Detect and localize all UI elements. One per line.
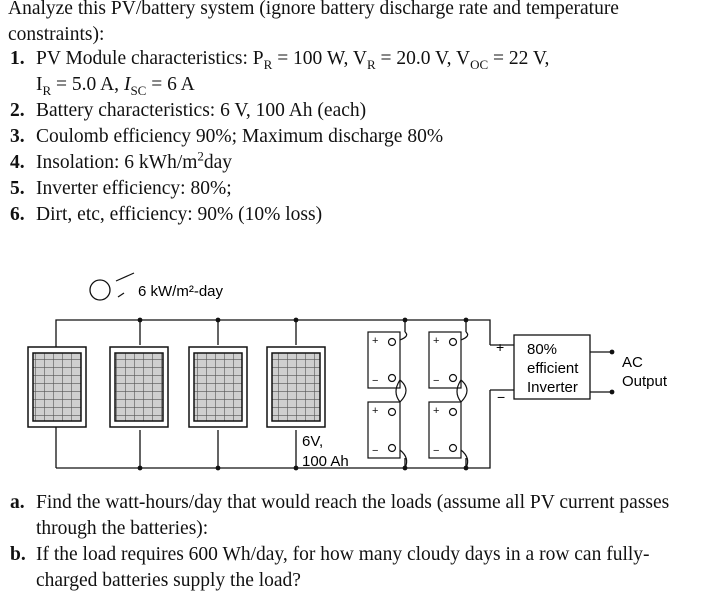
inverter-minus: − [497, 389, 505, 405]
battery-rating-line2: 100 Ah [302, 453, 349, 470]
spec-list: 1. PV Module characteristics: PR = 100 W,… [10, 46, 700, 228]
question-b: b. If the load requires 600 Wh/day, for h… [10, 542, 690, 594]
inverter-label-line2: efficient [527, 360, 579, 377]
pv-module [109, 346, 169, 428]
svg-text:+: + [372, 405, 378, 417]
sun-icon [89, 272, 135, 301]
question-text: Find the watt-hours/day that would reach… [36, 492, 670, 539]
spec-text: Inverter efficiency: 80%; [36, 178, 232, 199]
inverter-box [513, 334, 591, 400]
spec-text: Insolation: 6 kWh/m2day [36, 148, 233, 174]
svg-text:+: + [433, 405, 439, 417]
spec-item-6: 6. Dirt, etc, efficiency: 90% (10% loss) [10, 202, 700, 228]
question-label: a. [10, 492, 25, 513]
spec-number: 2. [10, 100, 25, 121]
spec-number: 4. [10, 152, 25, 173]
question-a: a. Find the watt-hours/day that would rea… [10, 490, 690, 542]
spec-number: 5. [10, 178, 25, 199]
question-list: a. Find the watt-hours/day that would rea… [10, 490, 690, 594]
inverter-label-line3: Inverter [527, 379, 578, 396]
spec-text: Dirt, etc, efficiency: 90% (10% loss) [36, 204, 323, 225]
junction-dots [137, 317, 615, 471]
svg-text:−: − [372, 445, 378, 457]
pv-module [27, 346, 87, 428]
question-text: If the load requires 600 Wh/day, for how… [36, 544, 650, 591]
svg-text:−: − [433, 445, 439, 457]
spec-text: PV Module characteristics: PR = 100 W, V… [36, 48, 550, 98]
pv-module [188, 346, 248, 428]
ac-output-label-line1: AC [622, 354, 643, 371]
battery-polarity-marks: + + + + − − − − [372, 335, 439, 457]
spec-number: 3. [10, 126, 25, 147]
svg-text:−: − [372, 375, 378, 387]
insolation-label: 6 kW/m²-day [138, 283, 224, 300]
spec-text: Coulomb efficiency 90%; Maximum discharg… [36, 126, 444, 147]
battery-rating-line1: 6V, [302, 433, 323, 450]
spec-item-5: 5. Inverter efficiency: 80%; [10, 176, 700, 202]
question-label: b. [10, 544, 26, 565]
spec-number: 1. [10, 48, 25, 69]
problem-intro: Analyze this PV/battery system (ignore b… [8, 0, 619, 45]
ac-output-label-line2: Output [622, 373, 668, 390]
spec-item-1: 1. PV Module characteristics: PR = 100 W,… [10, 46, 700, 98]
spec-item-2: 2. Battery characteristics: 6 V, 100 Ah (… [10, 98, 700, 124]
svg-text:+: + [372, 335, 378, 347]
inverter-plus: + [496, 339, 504, 355]
spec-text: Battery characteristics: 6 V, 100 Ah (ea… [36, 100, 367, 121]
inverter-label-line1: 80% [527, 341, 557, 358]
spec-item-3: 3. Coulomb efficiency 90%; Maximum discha… [10, 124, 700, 150]
pv-module [266, 346, 326, 428]
spec-number: 6. [10, 204, 25, 225]
battery-bank [367, 331, 469, 469]
svg-text:−: − [433, 375, 439, 387]
spec-item-4: 4. Insolation: 6 kWh/m2day [10, 150, 700, 176]
svg-text:+: + [433, 335, 439, 347]
